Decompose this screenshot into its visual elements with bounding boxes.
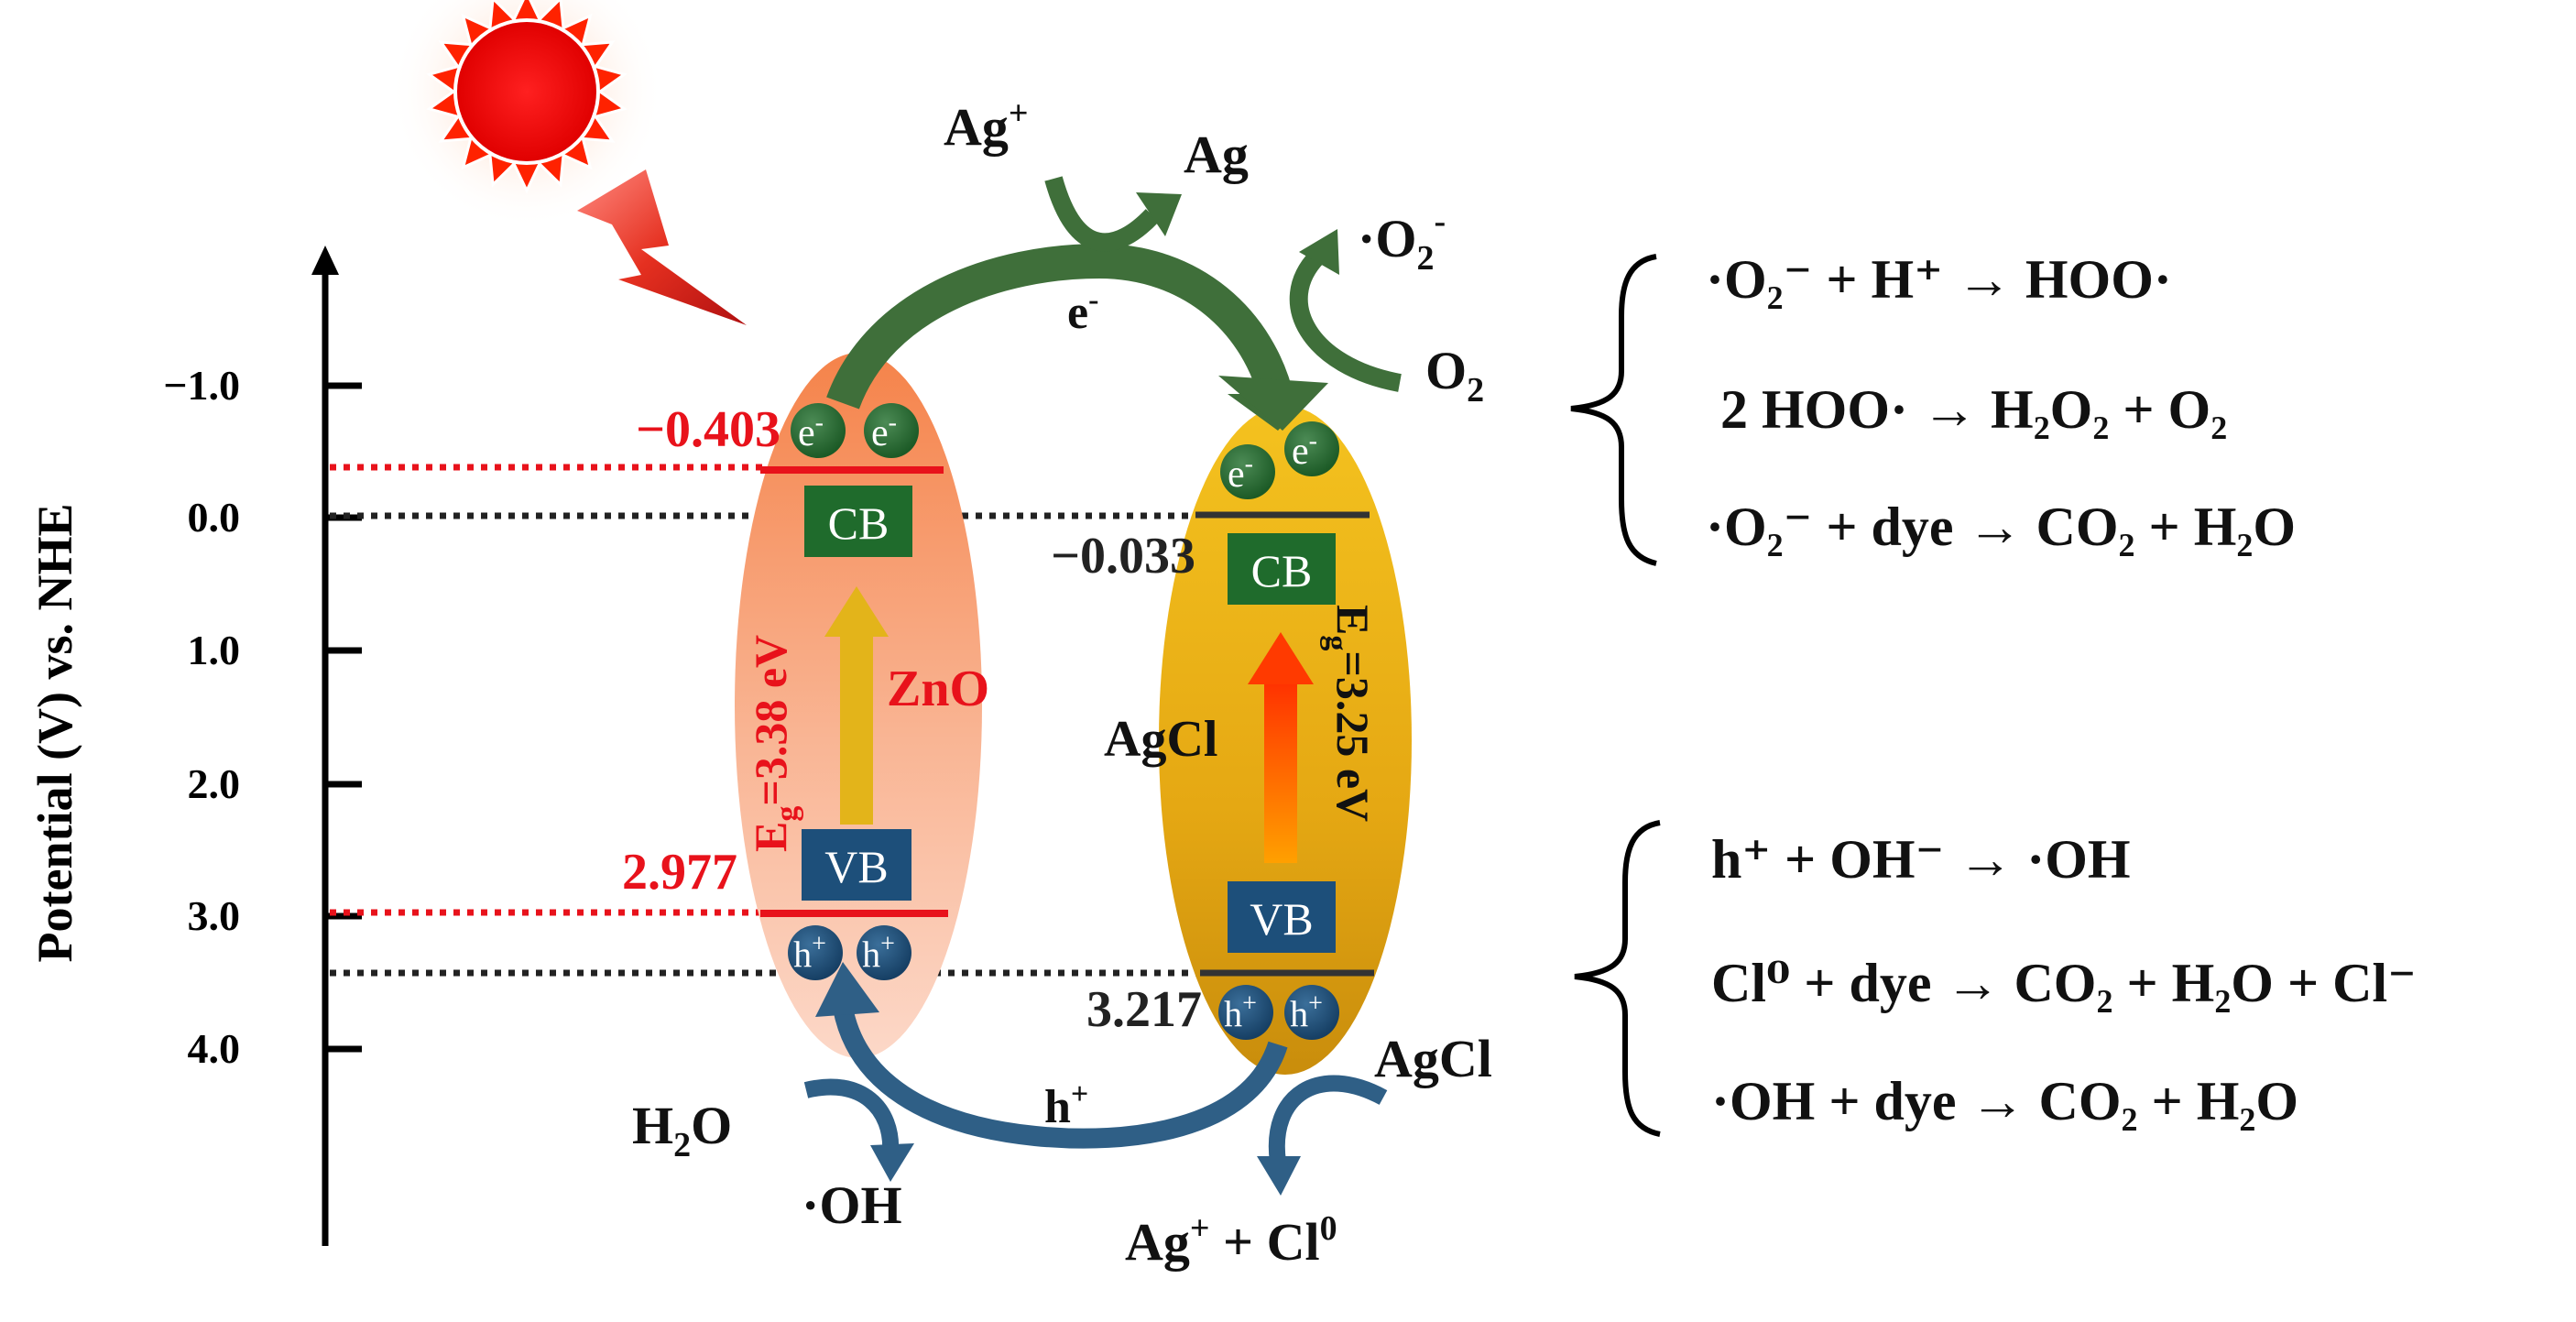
zno-electrons: e- e- xyxy=(791,403,919,458)
agcl-electrons: e- e- xyxy=(1220,421,1339,499)
zno-cb-box xyxy=(804,486,912,557)
tick-label: 4.0 xyxy=(188,1025,241,1072)
reaction-bottom-3: ·OH + dye → CO₂ + H₂O xyxy=(1711,1071,2298,1131)
water-label: H2O xyxy=(632,1096,732,1164)
agcl-cb-box xyxy=(1228,533,1336,605)
reaction-top-1: ·O₂⁻ + H⁺ → HOO· xyxy=(1706,249,2172,310)
agcl-cb-label: CB xyxy=(1251,545,1313,596)
zno-label: ZnO xyxy=(887,661,989,717)
reaction-bottom-1: h⁺ + OH⁻ → ·OH xyxy=(1711,829,2131,890)
reaction-top-2: 2 HOO· → H₂O₂ + O₂ xyxy=(1720,379,2227,440)
reaction-top-3: ·O₂⁻ + dye → CO₂ + H₂O xyxy=(1706,497,2296,557)
agcl-excitation-arrow xyxy=(1248,632,1314,863)
tick-label: 1.0 xyxy=(188,627,241,673)
agcl-vb-label: VB xyxy=(1250,893,1313,945)
light-bolt-icon xyxy=(577,169,747,325)
o2-reduction-arrow xyxy=(1289,229,1402,392)
svg-text:h+: h+ xyxy=(1290,989,1323,1034)
reaction-brace-top xyxy=(1570,254,1657,566)
agcl-cb-potential: −0.033 xyxy=(1051,528,1195,585)
svg-text:e-: e- xyxy=(871,409,897,454)
oxygen-label: O2 xyxy=(1425,341,1484,410)
svg-text:h+: h+ xyxy=(1224,989,1257,1034)
reaction-bottom-2: Cl⁰ + dye → CO₂ + H₂O + Cl⁻ xyxy=(1711,953,2417,1013)
svg-text:h+: h+ xyxy=(862,930,895,975)
water-oxidation-arrow xyxy=(803,1078,914,1182)
svg-text:e-: e- xyxy=(798,409,824,454)
agcl-holes: h+ h+ xyxy=(1218,985,1339,1040)
zno-vb-potential: 2.977 xyxy=(622,844,737,901)
svg-text:h+: h+ xyxy=(793,930,826,975)
agcl-particle: CB VB Eg=3.25 eV e- e- h+ h+ xyxy=(1159,406,1412,1075)
svg-text:e-: e- xyxy=(1228,450,1253,496)
electron-transfer-arrow xyxy=(826,243,1328,431)
potential-axis: −1.0 0.0 1.0 2.0 3.0 4.0 Potential (V) v… xyxy=(27,246,362,1246)
zno-excitation-arrow xyxy=(824,586,889,825)
tick-label: 2.0 xyxy=(188,760,241,807)
ag-ion-label: Ag+ xyxy=(944,94,1029,157)
sun-icon xyxy=(389,0,664,229)
zno-cb-label: CB xyxy=(828,497,890,549)
axis-ticks xyxy=(325,382,362,1053)
agcl-band-gap: Eg=3.25 eV xyxy=(1319,605,1379,822)
agcl-vb-potential: 3.217 xyxy=(1086,981,1202,1038)
ag-label: Ag xyxy=(1184,125,1249,184)
agcl-label: AgCl xyxy=(1104,711,1217,768)
electron-transfer-label: e- xyxy=(1067,283,1098,339)
zno-vb-box xyxy=(802,829,911,901)
agcl-bottom-label: AgCl xyxy=(1374,1029,1492,1088)
axis-title: Potential (V) vs. NHE xyxy=(27,504,82,963)
superoxide-label: ·O2- xyxy=(1358,202,1446,278)
hydroxyl-label: ·OH xyxy=(802,1175,902,1235)
ag-cl-products-label: Ag+ + Cl0 xyxy=(1125,1209,1337,1272)
agcl-oxidation-arrow xyxy=(1257,1075,1388,1196)
zno-cb-potential: −0.403 xyxy=(636,401,780,458)
zno-vb-label: VB xyxy=(824,841,888,892)
ag-reduction-arrow xyxy=(1044,176,1182,252)
tick-label: 0.0 xyxy=(188,494,241,541)
zno-particle: CB VB ZnO Eg=3.38 eV e- e- h+ h+ xyxy=(735,353,989,1058)
zno-band-gap: Eg=3.38 eV xyxy=(745,635,804,852)
tick-label: −1.0 xyxy=(163,362,240,409)
hole-transfer-arrow xyxy=(815,962,1288,1149)
svg-text:e-: e- xyxy=(1292,427,1317,473)
hole-transfer-label: h+ xyxy=(1044,1077,1088,1133)
agcl-vb-box xyxy=(1228,881,1336,953)
tick-label: 3.0 xyxy=(188,892,241,939)
zno-holes: h+ h+ xyxy=(788,925,911,980)
reaction-brace-bottom xyxy=(1574,820,1661,1137)
